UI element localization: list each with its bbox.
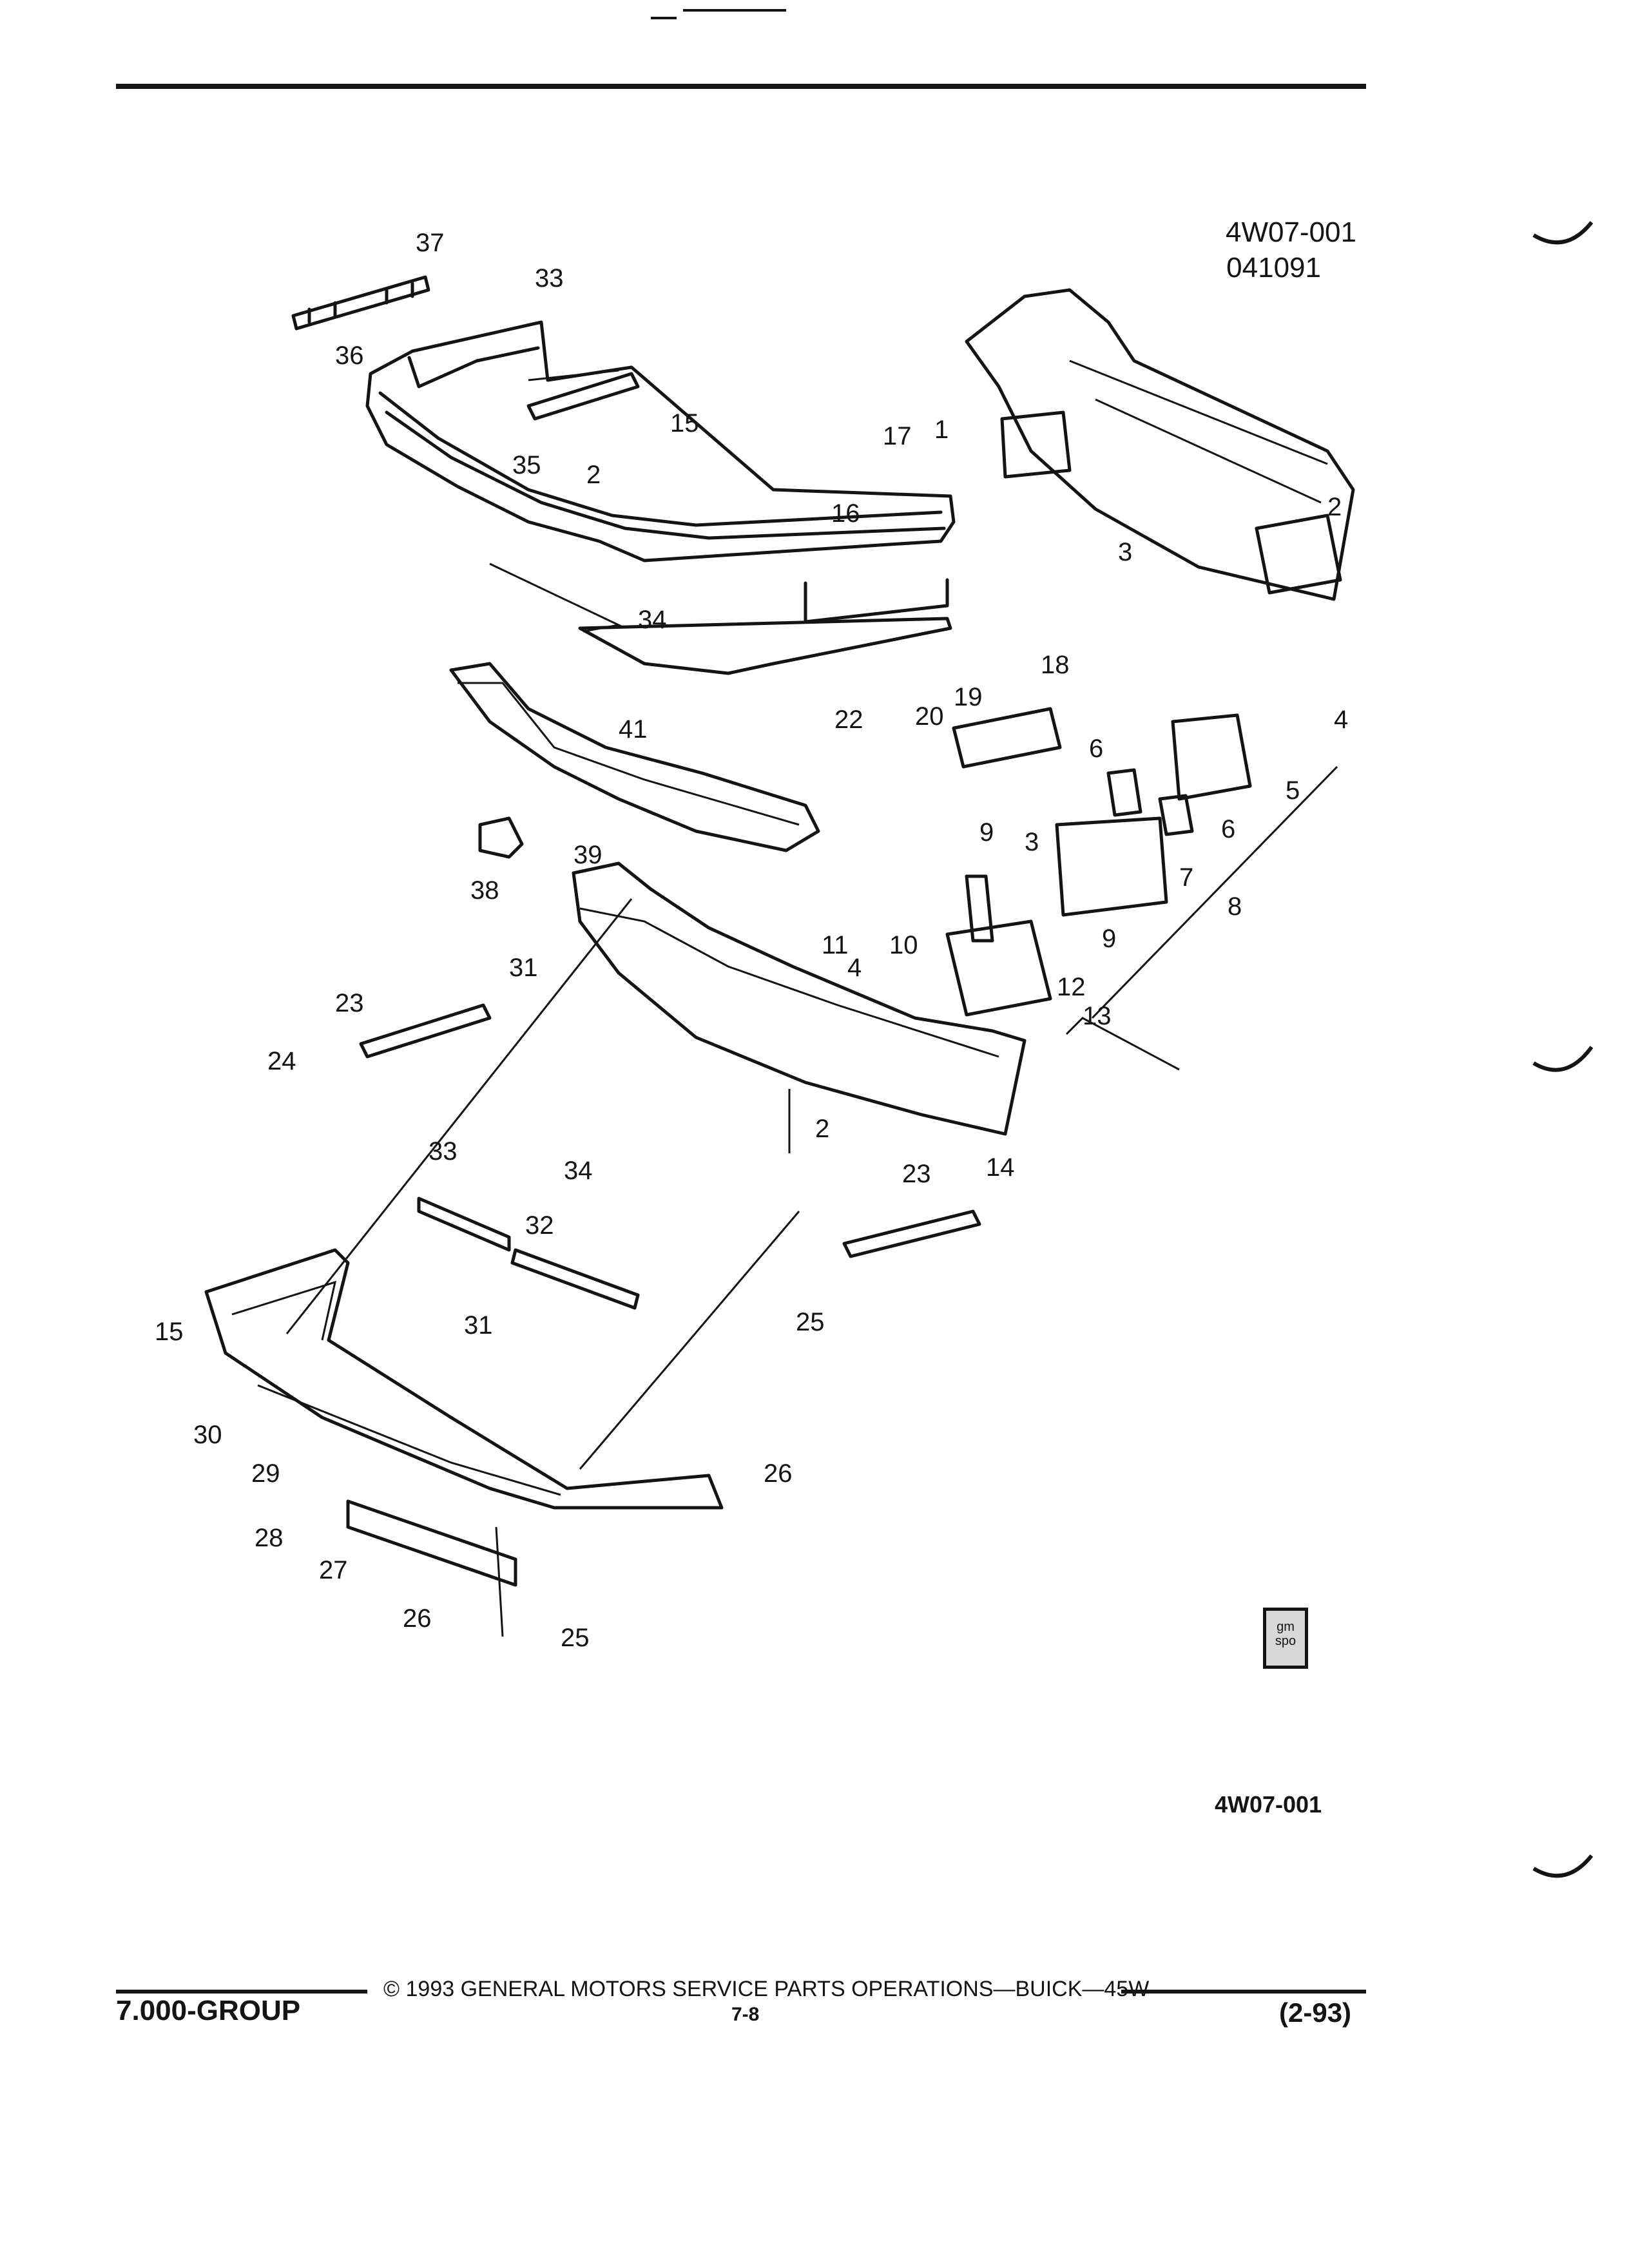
badge-line-2: spo (1275, 1634, 1296, 1648)
callout-7: 7 (1179, 863, 1193, 892)
footer-rule-right (1121, 1990, 1366, 1994)
callout-41: 41 (619, 715, 648, 744)
callout-22: 23 (335, 989, 364, 1017)
leader-line (1091, 765, 1338, 1019)
footer-rule-left (116, 1990, 367, 1994)
impact-bar (572, 861, 1027, 1136)
callout-11: 11 (822, 931, 849, 959)
figure-date: 041091 (1226, 252, 1321, 284)
leader-line (495, 1526, 504, 1637)
callout-39: 38 (470, 876, 499, 905)
callout-19: 19 (954, 683, 983, 711)
callout-3: 3 (1025, 828, 1039, 856)
callout-6: 6 (1221, 815, 1235, 843)
callout-17: 17 (883, 422, 912, 450)
callout-38: 37 (416, 229, 445, 257)
mounting-plates (945, 713, 1252, 1017)
callout-6: 6 (1089, 735, 1103, 763)
callout-26: 26 (403, 1604, 432, 1633)
callout-3: 3 (1118, 538, 1132, 566)
callout-4: 4 (847, 954, 862, 982)
lower-air-deflector (204, 1248, 724, 1510)
seal-strip (578, 617, 952, 675)
callout-12: 12 (1057, 973, 1086, 1001)
callout-36: 35 (512, 451, 541, 479)
callout-10: 10 (889, 931, 918, 959)
callout-labels: 37 33 36 15 17 35 2 16 1 2 3 34 22 41 18… (155, 229, 1348, 1652)
retainer-strip (510, 1248, 640, 1310)
header-rule (116, 84, 1366, 89)
callout-40: 39 (574, 841, 602, 869)
callout-23: 25 (796, 1308, 825, 1336)
lower-brace (346, 1499, 517, 1587)
callout-8: 8 (1228, 892, 1242, 921)
callout-2: 2 (815, 1115, 829, 1143)
callout-14: 14 (986, 1153, 1015, 1182)
callout-35: 34 (638, 606, 667, 634)
scan-mark (651, 17, 677, 19)
callout-33: 33 (429, 1137, 458, 1166)
extension-strip-left (359, 1003, 492, 1059)
extension-strip-right (842, 1209, 981, 1258)
callout-31: 31 (464, 1311, 493, 1340)
callout-37: 36 (335, 341, 364, 370)
callout-32: 32 (525, 1211, 554, 1240)
leader-line (579, 1211, 800, 1470)
badge-line-1: gm (1277, 1620, 1295, 1634)
footer-revision: (2-93) (1279, 1997, 1352, 2028)
bracket-clip (478, 816, 524, 859)
callout-4: 4 (1334, 706, 1348, 734)
side-marker-reflector (952, 707, 1062, 769)
callout-13: 13 (1083, 1002, 1112, 1030)
frame-rail-reinforcement (965, 288, 1355, 601)
callout-20: 20 (915, 702, 944, 731)
callout-29: 29 (251, 1459, 280, 1488)
molding-lead-35 (489, 562, 622, 633)
scan-mark (683, 9, 786, 12)
callout-9: 9 (1102, 925, 1116, 953)
callout-2: 2 (586, 461, 601, 489)
leader-line (1065, 1017, 1180, 1071)
filler-strip (526, 372, 640, 421)
callout-22: 23 (902, 1160, 931, 1188)
leader-line (285, 898, 633, 1334)
callout-1: 1 (934, 416, 949, 444)
footer-page-number: 7-8 (731, 2004, 760, 2025)
gm-spo-badge: gm spo (1263, 1608, 1308, 1669)
callout-33: 33 (535, 264, 564, 293)
energy-absorber (449, 662, 820, 852)
retainer-strip (417, 1196, 511, 1252)
callout-24: 26 (764, 1459, 793, 1488)
figure-code-bottom: 4W07-001 (1215, 1791, 1322, 1818)
callout-5: 5 (1286, 776, 1300, 805)
footer-copyright: © 1993 GENERAL MOTORS SERVICE PARTS OPER… (383, 1977, 1150, 2001)
callout-31: 31 (509, 954, 538, 982)
callout-23: 24 (267, 1047, 296, 1075)
callout-15: 15 (155, 1318, 184, 1346)
callout-2: 2 (1327, 493, 1342, 521)
callout-16: 16 (831, 499, 860, 528)
callout-25: 25 (561, 1624, 590, 1652)
callout-30: 30 (193, 1421, 222, 1449)
callout-18: 18 (1041, 651, 1070, 679)
fascia-support-strip (291, 275, 430, 331)
footer-group: 7.000-GROUP (116, 1995, 301, 2026)
figure-code: 4W07-001 (1225, 216, 1356, 248)
callout-28: 28 (255, 1524, 284, 1552)
margin-marks (1532, 221, 1594, 1878)
callout-15: 15 (670, 409, 699, 437)
callout-9: 9 (979, 818, 994, 847)
callout-21: 22 (834, 706, 863, 734)
callout-34: 34 (564, 1157, 593, 1185)
callout-27: 27 (319, 1556, 348, 1584)
front-bumper-fascia (365, 320, 956, 624)
